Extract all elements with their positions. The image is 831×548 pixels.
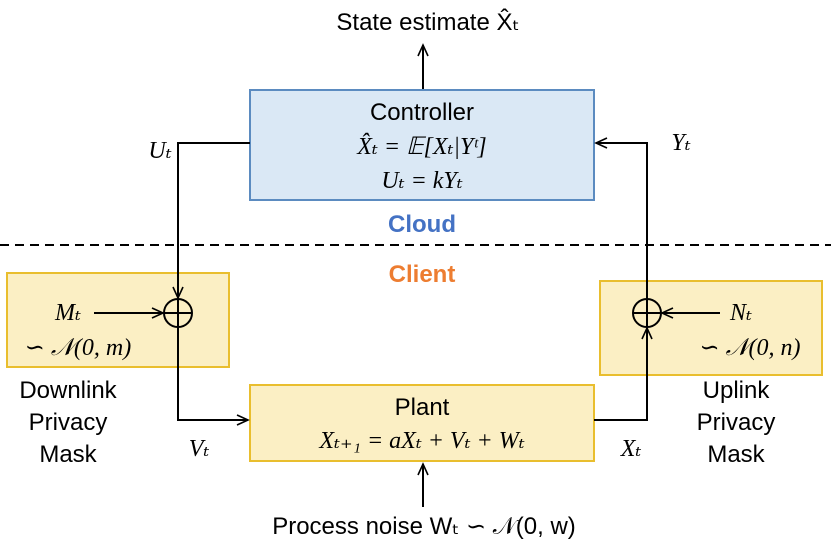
client-label: Client: [389, 261, 456, 288]
state-estimate-label: State estimate X̂ₜ: [336, 8, 519, 36]
uplink-caption-line-2: Privacy: [697, 409, 776, 436]
plant-dynamics-equation: Xₜ₊₁ = aXₜ + Vₜ + Wₜ: [318, 428, 524, 454]
uplink-mask-box: [599, 280, 823, 376]
controller-estimate-equation: X̂ₜ = 𝔼[Xₜ|Yᵗ]: [356, 133, 487, 160]
plant-title: Plant: [395, 394, 450, 421]
uplink-noise-distribution: ∽ 𝒩(0, n): [699, 335, 800, 361]
uplink-caption-line-3: Mask: [707, 441, 765, 468]
plant-box: [249, 384, 595, 462]
masked-control-label: Vₜ: [189, 436, 210, 462]
controller-control-equation: Uₜ = kYₜ: [381, 168, 462, 194]
state-signal-label: Xₜ: [620, 436, 642, 462]
uplink-sum-junction: [632, 298, 662, 328]
downlink-caption-line-3: Mask: [39, 441, 97, 468]
uplink-noise-signal: Nₜ: [729, 300, 752, 326]
masked-control-wire: [177, 327, 250, 426]
control-signal-wire: [172, 142, 250, 300]
process-noise-label: Process noise Wₜ ∽ 𝒩(0, w): [272, 513, 576, 540]
downlink-caption-line-2: Privacy: [29, 409, 108, 436]
measurement-signal-label: Yₜ: [671, 130, 690, 156]
uplink-caption-line-1: Uplink: [703, 377, 771, 404]
controller-title: Controller: [370, 99, 474, 126]
control-signal-label: Uₜ: [148, 138, 171, 164]
downlink-mask-box: [6, 272, 230, 368]
downlink-noise-distribution: ∽ 𝒩(0, m): [25, 335, 131, 361]
cloud-label: Cloud: [388, 211, 456, 238]
downlink-caption-line-1: Downlink: [19, 377, 117, 404]
state-output-wire: [594, 326, 653, 421]
masked-measurement-wire: [594, 137, 648, 299]
downlink-noise-signal: Mₜ: [54, 300, 81, 326]
controller-box: [249, 89, 595, 201]
downlink-sum-junction: [163, 298, 193, 328]
